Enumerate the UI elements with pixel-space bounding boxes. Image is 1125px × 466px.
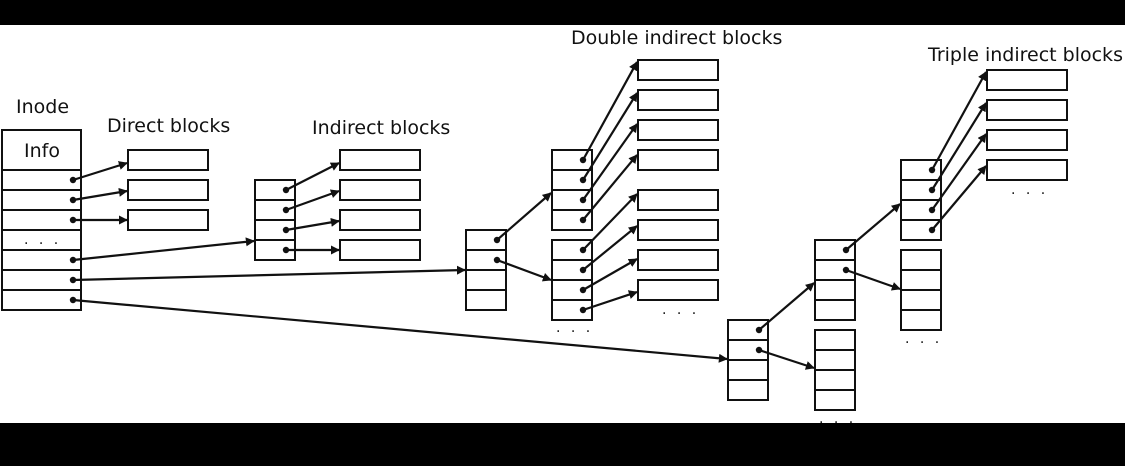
double-indirect-blocks-label: Double indirect blocks	[571, 27, 782, 49]
inode-info-label: Info	[24, 140, 60, 162]
triple-indirect-blocks-label: Triple indirect blocks	[927, 44, 1123, 66]
direct-blocks	[127, 149, 209, 231]
pointer-arrows	[69, 61, 987, 370]
inode-label: Inode	[16, 96, 69, 118]
inode: Info . . .	[1, 129, 82, 311]
diagram-svg: Inode Direct blocks Indirect blocks Doub…	[1, 27, 1123, 423]
triple-indirect-ellipsis-3: . . .	[1011, 182, 1048, 198]
double-indirect-ellipsis-1: . . .	[556, 320, 593, 336]
direct-blocks-label: Direct blocks	[107, 115, 230, 137]
inode-block-diagram: Inode Direct blocks Indirect blocks Doub…	[0, 25, 1125, 423]
single-indirect-pointer-block	[254, 179, 296, 261]
triple-indirect-ellipsis-2: . . .	[905, 331, 942, 347]
indirect-data-blocks	[339, 149, 421, 261]
inode-ellipsis: . . .	[24, 232, 61, 248]
triple-indirect-ellipsis-1: . . .	[819, 411, 856, 423]
double-indirect-ellipsis-2: . . .	[662, 302, 699, 318]
double-indirect-level1-block	[465, 229, 507, 311]
triple-indirect-level2-block-lower	[814, 329, 856, 411]
triple-indirect-data-blocks	[986, 69, 1068, 181]
indirect-blocks-label: Indirect blocks	[312, 117, 450, 139]
triple-indirect-level2-block-upper	[814, 239, 856, 321]
triple-indirect-level3-block-lower	[900, 249, 942, 331]
triple-indirect-level1-block	[727, 319, 769, 401]
double-indirect-data-blocks	[637, 59, 719, 301]
double-indirect-level2-block-lower	[551, 239, 593, 321]
